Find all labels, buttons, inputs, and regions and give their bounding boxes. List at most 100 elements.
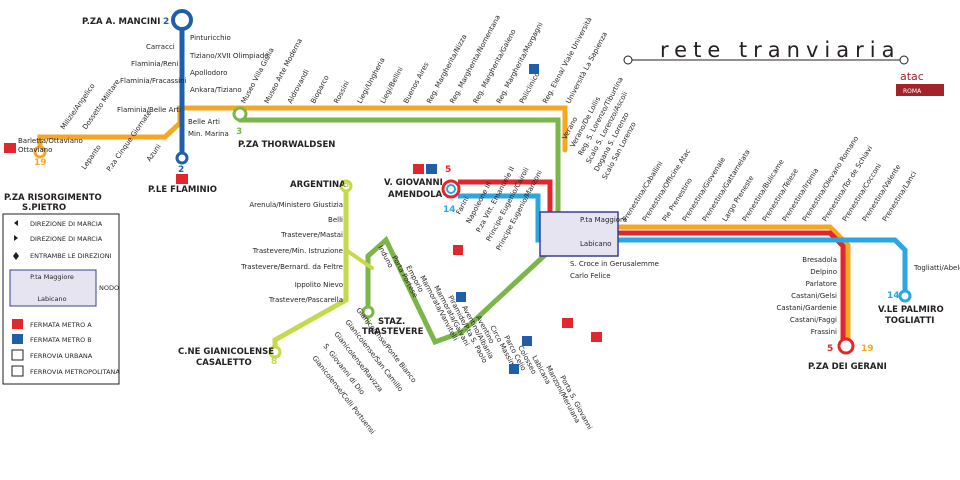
metro-a-icon bbox=[453, 245, 463, 255]
legend: DIREZIONE DI MARCIA DIREZIONE DI MARCIA … bbox=[2, 213, 120, 385]
stop-label: Bresadola bbox=[802, 256, 837, 264]
stop-label: Liegi/Bellini bbox=[379, 66, 405, 105]
legend-label: DIREZIONE DI MARCIA bbox=[30, 220, 103, 228]
stop-label: Delpino bbox=[810, 268, 837, 276]
stop-label: Arenula/Ministero Giustizia bbox=[249, 201, 343, 209]
legend-label: ENTRAMBE LE DIREZIONI bbox=[30, 252, 112, 260]
stop-label: Aldrovandi bbox=[286, 68, 311, 105]
stop-label: Belle Arti bbox=[188, 118, 220, 126]
terminal-flaminio: P.LE FLAMINIO bbox=[148, 185, 217, 195]
stop-label: Ippolito Nievo bbox=[295, 281, 343, 289]
line-number-14b: 14 bbox=[887, 291, 900, 301]
stop-label: Carracci bbox=[146, 43, 175, 51]
terminal-mancini: P.ZA A. MANCINI bbox=[82, 17, 160, 27]
line-5-red bbox=[458, 179, 846, 340]
stop-label: Reg. Margherita/Morgagni bbox=[495, 21, 545, 105]
stop-label: Castani/Gardenie bbox=[776, 304, 837, 312]
direction-left-icon bbox=[14, 220, 18, 226]
legend-node-a: P.ta Maggiore bbox=[30, 273, 74, 281]
metro-a-icon bbox=[4, 143, 16, 153]
stop-label: Carlo Felice bbox=[570, 272, 611, 280]
line-number-3b: 3 bbox=[364, 317, 370, 327]
map-title: rete tranviaria bbox=[660, 38, 900, 62]
line-number-19b: 19 bbox=[861, 344, 874, 354]
stop-label: Trastevere/Bernard. da Feltre bbox=[240, 263, 343, 271]
stop-label: Università La Sapienza bbox=[565, 31, 610, 105]
node-label-b: Labicano bbox=[580, 240, 611, 248]
stop-label: Castani/Faggi bbox=[790, 316, 837, 324]
terminal-labels: P.ZA A. MANCINI 2 2 P.LE FLAMINIO 19 P.Z… bbox=[4, 17, 944, 372]
metro-b-icon bbox=[456, 292, 466, 302]
stop-label: Prenestina/Telese bbox=[761, 167, 800, 223]
stop-label: Parlatore bbox=[806, 280, 837, 288]
line-number-19: 19 bbox=[34, 158, 47, 168]
line-number-8: 8 bbox=[343, 180, 349, 190]
metro-b-icon bbox=[522, 336, 532, 346]
stop-label: Lepanto bbox=[80, 143, 103, 171]
legend-node-box bbox=[9, 269, 97, 307]
terminal-argentina: ARGENTINA bbox=[290, 180, 346, 190]
atac-logo-band bbox=[896, 84, 944, 96]
stop-label: Flaminia/Belle Arti bbox=[117, 106, 181, 114]
legend-label: FERMATA METRO A bbox=[30, 321, 92, 329]
terminal-risorgimento: P.ZA RISORGIMENTO bbox=[4, 193, 102, 203]
terminal-gianicolense: C.NE GIANICOLENSE bbox=[178, 347, 274, 357]
metro-b-icon bbox=[12, 334, 23, 344]
terminal-rings bbox=[33, 9, 912, 359]
stop-labels-carlo-felice: S. Croce in Gerusalemme Carlo Felice bbox=[570, 260, 659, 280]
metro-b-icon bbox=[509, 364, 519, 374]
legend-label: DIREZIONE DI MARCIA bbox=[30, 235, 103, 243]
metro-a-icon bbox=[176, 174, 188, 184]
legend-label: FERROVIA METROPOLITANA bbox=[30, 368, 120, 376]
stop-label: Flaminia/Reni bbox=[131, 60, 178, 68]
metro-a-icon bbox=[591, 332, 602, 342]
line-number-8b: 8 bbox=[271, 357, 277, 367]
metro-a-icon bbox=[12, 319, 23, 329]
terminal-palmiro: V.LE PALMIRO bbox=[878, 305, 944, 315]
metro-railway-icon bbox=[11, 365, 24, 377]
stop-label: Rossini bbox=[333, 80, 352, 105]
terminal-trastevere-2: TRASTEVERE bbox=[362, 327, 424, 337]
metro-a-icon bbox=[562, 318, 573, 328]
stop-label: Reg. Margherita/Galeno bbox=[472, 28, 518, 105]
stop-label: Min. Marina bbox=[188, 130, 229, 138]
stop-label: Castani/Gelsi bbox=[791, 292, 837, 300]
metro-b-icon bbox=[426, 164, 437, 174]
stop-label: Azuni bbox=[145, 143, 163, 163]
stop-label: Bioparco bbox=[309, 74, 330, 105]
metro-a-icon bbox=[413, 164, 424, 174]
line-number-5b: 5 bbox=[827, 344, 833, 354]
stop-label: Trastevere/Pascarella bbox=[268, 296, 343, 304]
terminal-palmiro-2: TOGLIATTI bbox=[885, 316, 934, 326]
stop-label: Ottaviano bbox=[18, 146, 52, 154]
node-label-a: P.ta Maggiore bbox=[580, 216, 627, 224]
stop-label: Prenestina/Irpinia bbox=[781, 167, 820, 223]
terminal-amendola-2: AMENDOLA bbox=[388, 190, 443, 200]
stop-label: Trastevere/Min. Istruzione bbox=[252, 247, 343, 255]
urban-railway-icon bbox=[11, 349, 24, 361]
stop-label: Pinturicchio bbox=[190, 34, 231, 42]
atac-logo-text: atac bbox=[900, 70, 924, 83]
atac-logo-sub: ROMA bbox=[903, 88, 922, 95]
legend-node-b: Labicano bbox=[37, 295, 66, 303]
line-number-3: 3 bbox=[236, 127, 242, 137]
line-number-2: 2 bbox=[163, 17, 169, 27]
metro-markers bbox=[4, 64, 602, 374]
stop-label: Tiziano/XVII Olimpiade bbox=[189, 52, 269, 60]
stop-label: P.za Cinque Giornate bbox=[105, 109, 153, 173]
stop-label: S. Croce in Gerusalemme bbox=[570, 260, 659, 268]
terminal-risorgimento-2: S.PIETRO bbox=[22, 203, 66, 213]
both-directions-icon bbox=[13, 252, 19, 256]
line-number-14: 14 bbox=[443, 205, 456, 215]
node-porta-maggiore: P.ta Maggiore Labicano bbox=[539, 211, 627, 257]
line-14-cyan bbox=[458, 193, 908, 293]
legend-label: FERROVIA URBANA bbox=[30, 352, 93, 360]
direction-right-icon bbox=[14, 235, 18, 241]
stop-label: Trastevere/Mastai bbox=[280, 231, 343, 239]
terminal-trastevere: STAZ. bbox=[378, 317, 405, 327]
line-number-2b: 2 bbox=[178, 165, 184, 175]
